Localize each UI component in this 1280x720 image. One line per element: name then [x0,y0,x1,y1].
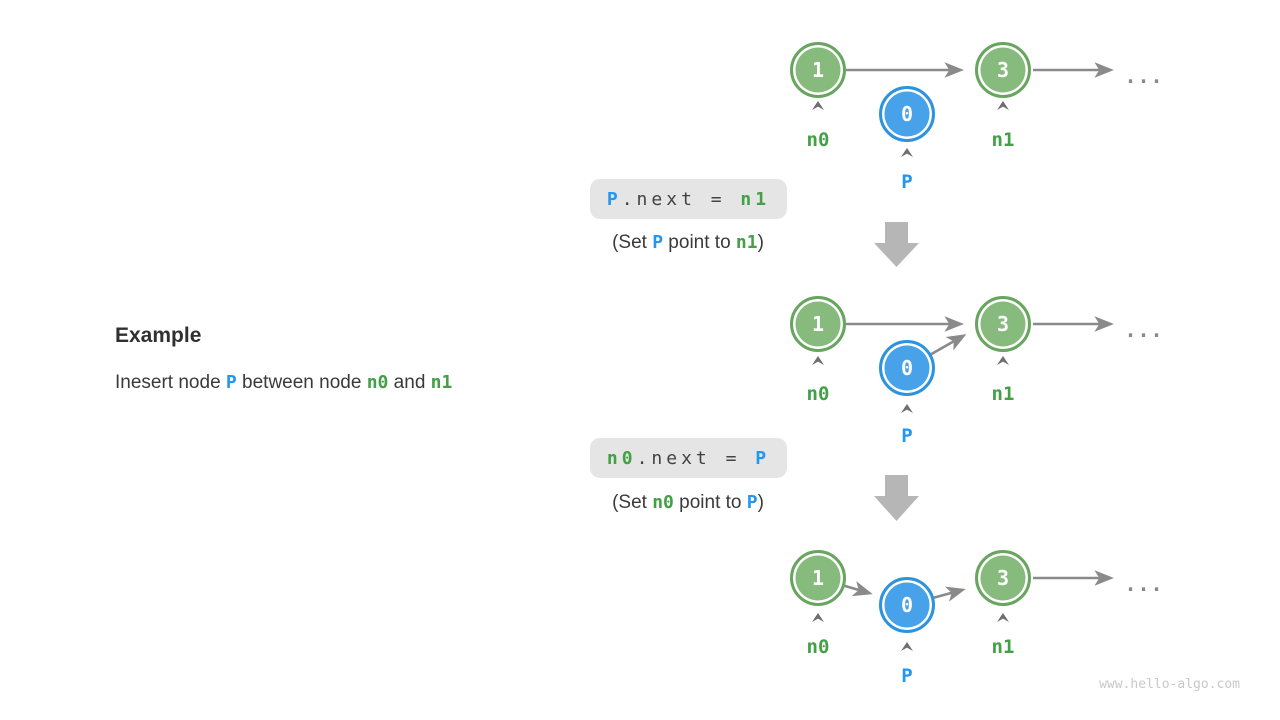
code-step-1: P.next = n1 [590,179,787,219]
caption-step-2: (Set n0 point to P) [568,492,808,514]
d3-label-p: P [901,665,913,687]
d3-label-n0: n0 [806,636,830,658]
sentence-n0-ref: n0 [366,372,389,393]
cap2-n0-ref: n0 [652,492,674,513]
cap2-p-ref: P [746,492,758,513]
d3-node-p: 0 [879,577,935,633]
cap2-text-2: point to [673,492,747,513]
d3-label-n1: n1 [991,636,1015,658]
d3-node-p-value: 0 [900,593,914,617]
up-caret-icon [997,356,1009,365]
step-down-arrow-2 [874,475,919,521]
d3-node-1: 1 [790,550,846,606]
d2-label-p: P [901,425,913,447]
cap1-n1-ref: n1 [735,232,758,253]
code1-lhs: P [606,188,622,210]
cap2-text-3: ) [757,492,764,513]
d1-node-3: 3 [975,42,1031,98]
example-sentence: Inesert node P between node n0 and n1 [115,371,452,395]
d2-label-n0: n0 [806,383,830,405]
up-caret-icon [812,356,824,365]
sentence-text-2: between node [236,372,367,393]
sentence-n1-ref: n1 [430,372,453,393]
d1-node-1-value: 1 [811,58,825,82]
d1-node-p-value: 0 [900,102,914,126]
code1-rhs: n1 [740,188,771,210]
d2-label-n1: n1 [991,383,1015,405]
d1-label-p: P [901,171,913,193]
up-caret-icon [901,148,913,157]
code2-rhs: P [755,447,771,469]
d2-node-3-value: 3 [996,312,1010,336]
d1-ellipsis: ... [1124,64,1164,88]
sentence-text-1: Inesert node [115,372,226,393]
cap1-p-ref: P [652,232,664,253]
cap1-text-3: ) [757,232,764,253]
sentence-p-ref: P [225,372,237,393]
d2-node-1-value: 1 [811,312,825,336]
cap2-text-1: (Set [612,492,653,513]
d2-ellipsis: ... [1124,318,1164,342]
code1-mid: .next = [621,188,741,210]
cap1-text-2: point to [663,232,736,253]
site-watermark: www.hello-algo.com [1099,677,1240,692]
cap1-text-1: (Set [612,232,653,253]
code2-mid: .next = [636,447,756,469]
d2-node-p-value: 0 [900,356,914,380]
caption-step-1: (Set P point to n1) [568,232,808,254]
d3-ellipsis: ... [1124,572,1164,596]
d1-label-n0: n0 [806,129,830,151]
d1-node-p: 0 [879,86,935,142]
example-title: Example [115,324,202,347]
d2-node-3: 3 [975,296,1031,352]
up-caret-icon [901,404,913,413]
up-caret-icon [997,101,1009,110]
d3-node-3: 3 [975,550,1031,606]
up-caret-icon [901,642,913,651]
code2-lhs: n0 [606,447,637,469]
up-caret-icon [997,613,1009,622]
up-caret-icon [812,101,824,110]
d3-node-3-value: 3 [996,566,1010,590]
d2-node-p: 0 [879,340,935,396]
d1-label-n1: n1 [991,129,1015,151]
d2-node-1: 1 [790,296,846,352]
up-caret-icon [812,613,824,622]
d3-node-1-value: 1 [811,566,825,590]
code-step-2: n0.next = P [590,438,787,478]
step-down-arrow-1 [874,222,919,267]
d1-node-3-value: 3 [996,58,1010,82]
sentence-text-3: and [388,372,431,393]
d1-node-1: 1 [790,42,846,98]
